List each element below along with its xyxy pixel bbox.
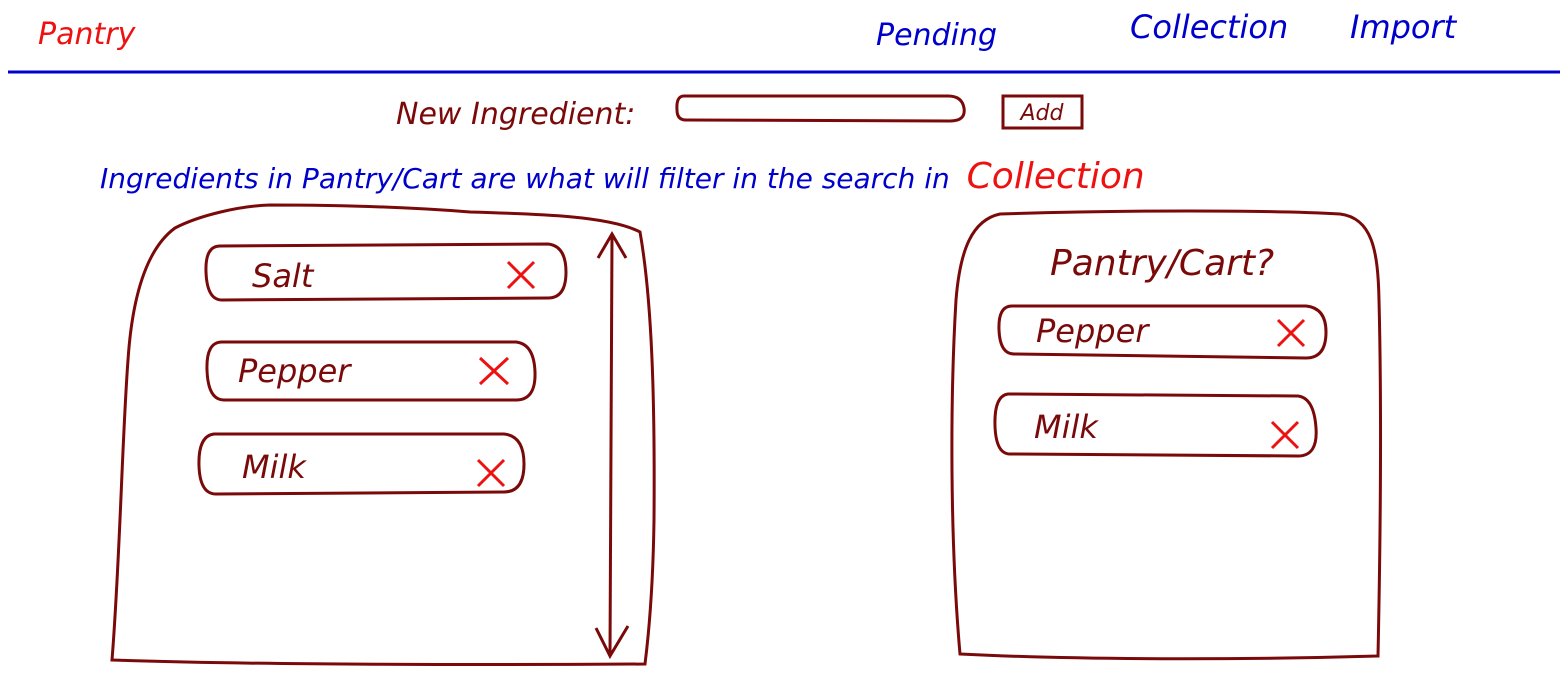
pantry-list-panel: Salt Pepper Milk [110,203,656,667]
nav-pending[interactable]: Pending [876,18,997,53]
nav-import[interactable]: Import [1350,8,1458,46]
new-ingredient-row: New Ingredient: Add [396,94,1084,132]
close-icon[interactable] [476,458,506,488]
add-button-label: Add [1019,101,1065,126]
new-ingredient-input[interactable] [675,94,966,123]
cart-panel-title: Pantry/Cart? [1050,243,1274,284]
cart-item: Pepper [997,304,1328,360]
close-icon[interactable] [478,356,510,386]
pantry-item-pill [205,340,537,402]
filter-note: Ingredients in Pantry/Cart are what will… [100,156,1145,197]
pantry-item-label: Milk [242,448,307,486]
chevron-up-icon [596,231,628,259]
chevron-down-icon [594,625,630,660]
filter-note-collection: Collection [967,156,1145,197]
header-divider [7,69,1561,74]
app-title[interactable]: Pantry [38,17,137,52]
header-bar: Pantry Pending Collection Import [7,8,1561,74]
pantry-item: Salt [204,242,568,302]
pantry-list-container [110,203,656,667]
cart-panel: Pantry/Cart? Pepper Milk [950,209,1383,661]
cart-item-pill [993,392,1318,458]
cart-item-label: Pepper [1036,312,1150,350]
close-icon[interactable] [506,260,536,290]
filter-note-body: Ingredients in Pantry/Cart are what will… [100,162,950,195]
scroll-indicator[interactable] [594,231,630,660]
pantry-item-pill [197,432,526,496]
pantry-item-label: Pepper [238,352,352,390]
pantry-item-pill [204,242,568,302]
cart-item-pill [997,304,1328,360]
pantry-item: Pepper [205,340,537,402]
cart-item: Milk [993,392,1318,458]
cart-panel-container [950,209,1383,661]
filter-note-text: Ingredients in Pantry/Cart are what will… [100,156,1145,197]
close-icon[interactable] [1276,318,1306,348]
new-ingredient-label: New Ingredient: [396,97,635,132]
scroll-track [608,235,614,656]
add-button[interactable] [1001,94,1084,130]
pantry-item: Milk [197,432,526,496]
cart-item-label: Milk [1034,408,1099,446]
nav-collection[interactable]: Collection [1130,8,1288,46]
pantry-item-label: Salt [252,257,315,295]
close-icon[interactable] [1270,420,1300,450]
